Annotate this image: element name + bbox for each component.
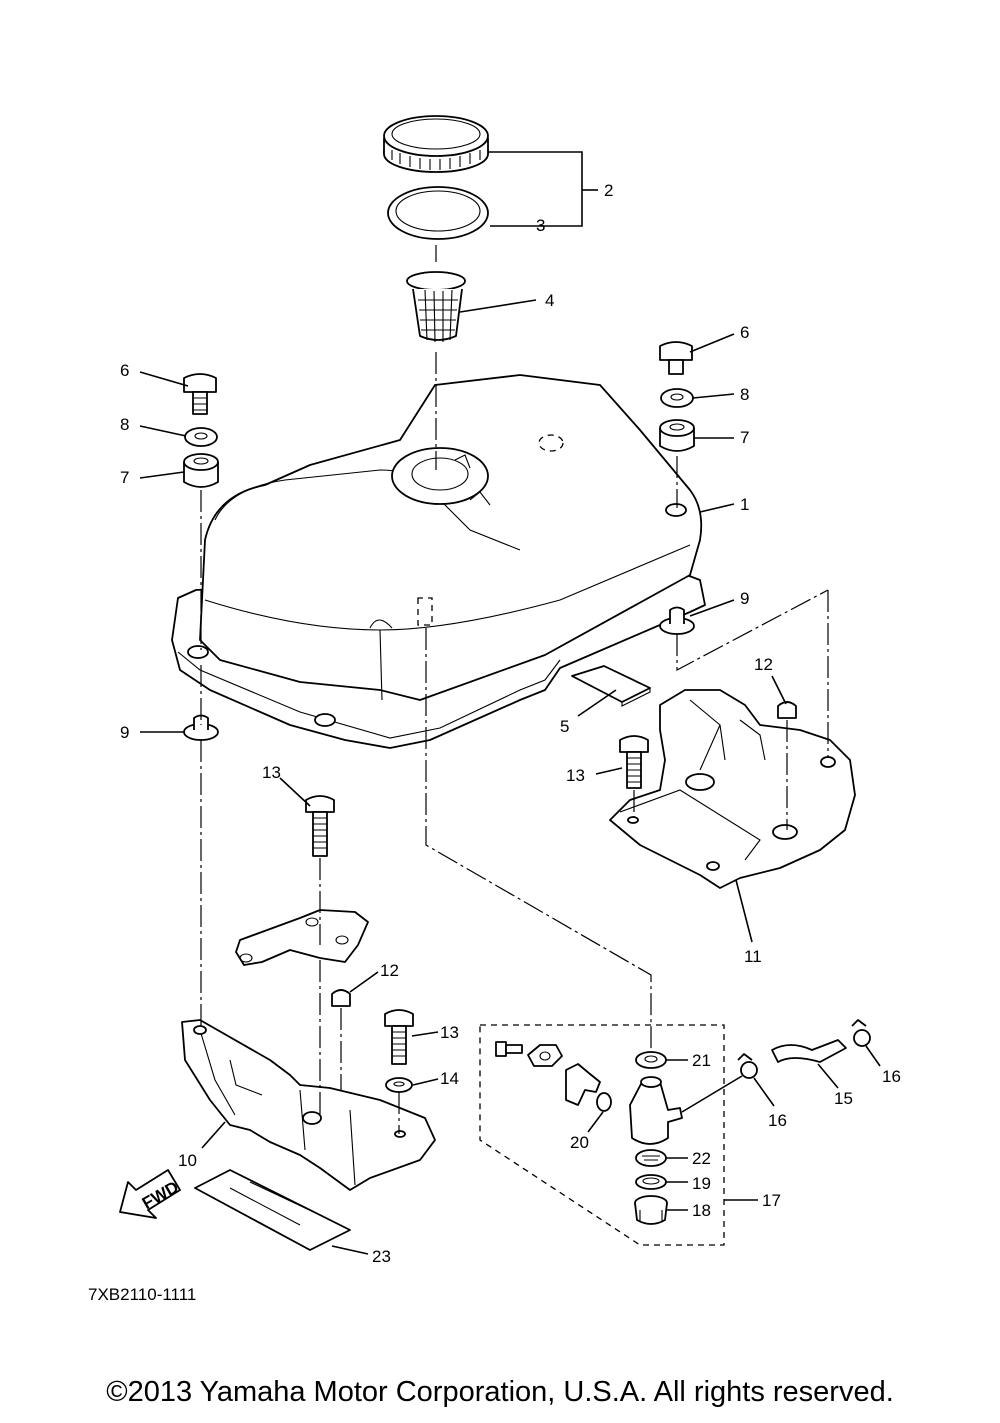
fuel-cock-assembly-outline (479, 1024, 725, 1246)
callout-17: 17 (762, 1191, 781, 1210)
fuel-tank (171, 374, 706, 749)
callout-21: 21 (692, 1051, 711, 1070)
callout-20: 20 (570, 1133, 589, 1152)
callout-2: 2 (604, 181, 613, 200)
callout-7-right: 7 (740, 428, 749, 447)
damper-7-right (659, 419, 695, 452)
fuel-cock-body (629, 1076, 683, 1145)
callout-14: 14 (440, 1069, 459, 1088)
callout-9-right: 9 (740, 589, 749, 608)
clip-12-right (777, 701, 797, 719)
valve-lever (565, 1063, 601, 1106)
callout-10: 10 (178, 1151, 197, 1170)
callout-15: 15 (834, 1089, 853, 1108)
bolt-13-right (619, 735, 649, 789)
hose-clip-16-right (851, 1019, 871, 1047)
callout-16-right: 16 (882, 1067, 901, 1086)
alignment-lines (200, 245, 829, 1134)
bracket-10 (181, 1019, 436, 1191)
callout-16-left: 16 (768, 1111, 787, 1130)
filter-22 (635, 1149, 667, 1167)
callout-13-right: 13 (566, 766, 585, 785)
callout-6-left: 6 (120, 361, 129, 380)
callout-8-right: 8 (740, 385, 749, 404)
fuel-hose-15 (771, 1039, 847, 1063)
callout-12-right: 12 (754, 655, 773, 674)
clip-12-mid (331, 989, 351, 1007)
callout-5: 5 (560, 717, 569, 736)
bolt-6-right (659, 341, 693, 375)
callout-8-left: 8 (120, 415, 129, 434)
callout-9-left: 9 (120, 723, 129, 742)
lever-plate (527, 1044, 563, 1067)
callout-11: 11 (744, 947, 762, 966)
callout-19: 19 (692, 1174, 711, 1193)
callout-12-mid: 12 (380, 961, 399, 980)
mount-plate (235, 909, 369, 966)
washer-8-left (184, 427, 218, 447)
leader-lines (139, 151, 881, 1255)
cap-gasket (387, 186, 489, 240)
o-ring-20 (596, 1092, 612, 1112)
washer-14 (385, 1077, 413, 1093)
callout-18: 18 (692, 1201, 711, 1220)
diagram-code: 7XB2110-1111 (88, 1285, 196, 1304)
callout-23: 23 (372, 1247, 391, 1266)
washer-8-right (660, 388, 694, 408)
callout-3: 3 (536, 216, 545, 235)
hose-clip-16-left (737, 1053, 758, 1079)
callout-numbers: 1 2 3 4 5 6 6 7 7 8 8 9 9 10 11 12 12 13… (120, 181, 901, 1266)
bolt-13-mid (384, 1009, 414, 1065)
callout-22: 22 (692, 1149, 711, 1168)
bolt-13-left (305, 795, 335, 857)
gasket-19 (635, 1174, 667, 1190)
forward-arrow-icon: FWD (119, 1169, 182, 1219)
pad-5 (571, 665, 651, 707)
fuel-strainer (406, 271, 466, 343)
callout-7-left: 7 (120, 468, 129, 487)
fuel-cap (383, 115, 489, 173)
callout-1: 1 (740, 495, 749, 514)
cup-18 (634, 1195, 668, 1225)
bolt-6-left (183, 373, 217, 415)
pad-23 (194, 1169, 351, 1251)
bracket-11 (609, 689, 856, 889)
washer-21 (635, 1051, 667, 1069)
callout-4: 4 (545, 291, 554, 310)
callout-13-mid: 13 (440, 1023, 459, 1042)
callout-13-left: 13 (262, 763, 281, 782)
callout-6-right: 6 (740, 323, 749, 342)
copyright-notice: ©2013 Yamaha Motor Corporation, U.S.A. A… (106, 1376, 894, 1408)
grommet-9-right (659, 606, 695, 635)
damper-7-left (183, 453, 219, 488)
screw-small (495, 1041, 523, 1057)
